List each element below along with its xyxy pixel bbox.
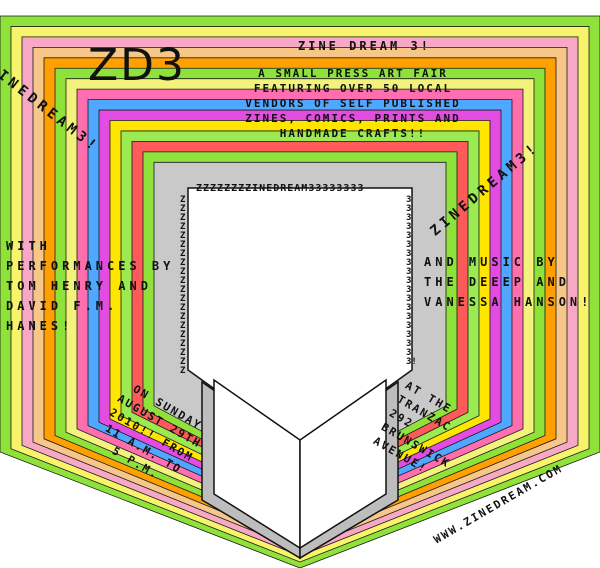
top-title: ZINE DREAM 3! bbox=[298, 39, 431, 53]
performances-text: WITH PERFORMANCES BY TOM HENRY AND DAVID… bbox=[6, 239, 175, 333]
open-book-icon bbox=[201, 378, 399, 560]
music-text: AND MUSIC BY THE DEEEP AND VANESSA HANSO… bbox=[424, 255, 593, 309]
event-blurb: A SMALL PRESS ART FAIR FEATURING OVER 50… bbox=[245, 67, 461, 140]
zzz-border-left: ZZZZZZZZZZZZZZZZZZZZ bbox=[180, 195, 186, 376]
logo-zd3: ZD3 bbox=[88, 40, 187, 91]
zzz-border-top: ZZZZZZZZINEDREAM33333333 bbox=[196, 183, 365, 194]
zzz-border-right: 3333333333333333333! bbox=[406, 195, 417, 367]
